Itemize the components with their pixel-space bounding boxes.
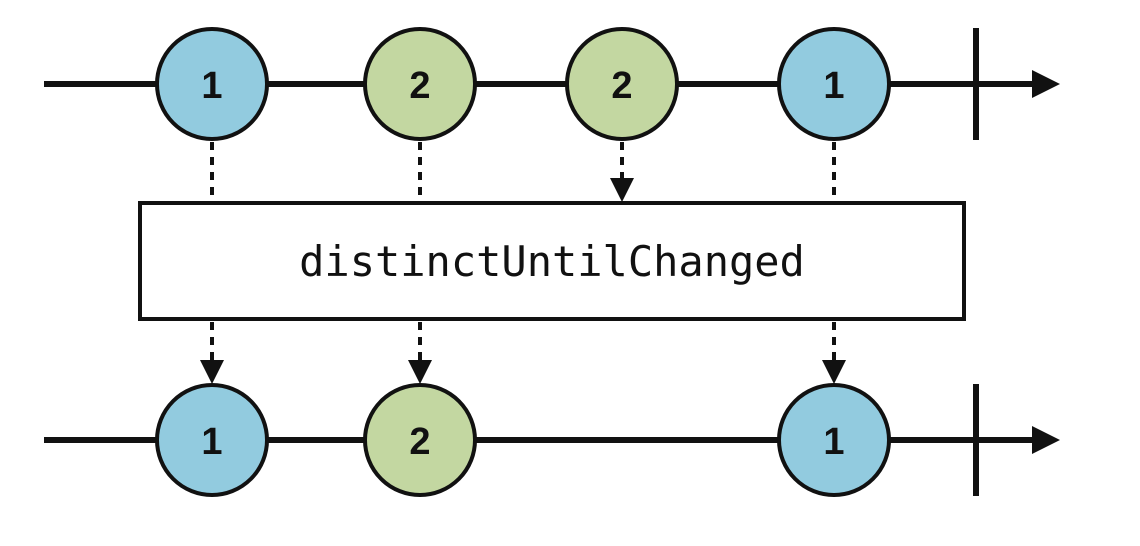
marble-circle bbox=[565, 27, 679, 141]
output-marble: 2 bbox=[363, 383, 477, 497]
output-timeline-arrowhead bbox=[1032, 426, 1060, 454]
marble-circle bbox=[155, 27, 269, 141]
input-timeline-arrowhead bbox=[1032, 70, 1060, 98]
marble-label: 2 bbox=[611, 65, 632, 107]
marble-label: 2 bbox=[409, 421, 430, 463]
operator-label: distinctUntilChanged bbox=[299, 237, 805, 286]
input-marble: 1 bbox=[777, 27, 891, 141]
marble-label: 1 bbox=[823, 65, 844, 107]
output-marble: 1 bbox=[155, 383, 269, 497]
marble-circle bbox=[777, 383, 891, 497]
output-marble: 1 bbox=[777, 383, 891, 497]
marble-label: 2 bbox=[409, 65, 430, 107]
marble-circle bbox=[363, 383, 477, 497]
operator-box: distinctUntilChanged bbox=[138, 201, 966, 321]
marble-circle bbox=[777, 27, 891, 141]
marble-circle bbox=[155, 383, 269, 497]
marble-label: 1 bbox=[823, 421, 844, 463]
marble-label: 1 bbox=[201, 421, 222, 463]
operator-box-rect bbox=[138, 201, 966, 321]
marble-circle bbox=[363, 27, 477, 141]
output-marbles: 1 2 1 bbox=[155, 383, 891, 497]
output-connectors bbox=[200, 322, 846, 384]
input-marble: 2 bbox=[363, 27, 477, 141]
input-marbles: 1 2 2 1 bbox=[155, 27, 891, 141]
input-connectors bbox=[210, 142, 836, 202]
input-marble: 1 bbox=[155, 27, 269, 141]
input-marble: 2 bbox=[565, 27, 679, 141]
marble-label: 1 bbox=[201, 65, 222, 107]
